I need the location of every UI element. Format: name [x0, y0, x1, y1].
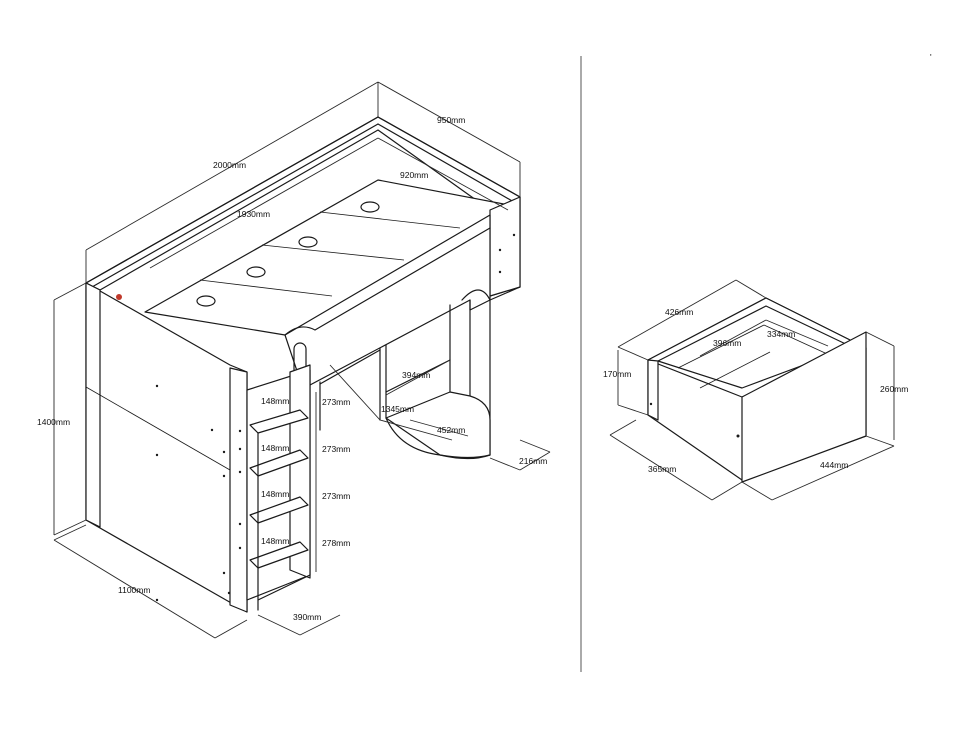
bed-dimension-lines: [53, 81, 551, 639]
label-drawer-width-inner: 396mm: [713, 338, 741, 348]
bed-corner-marker: [116, 294, 122, 300]
label-drawer-height-side: 170mm: [603, 369, 631, 379]
drawer-dimension-lines: [609, 279, 895, 501]
label-drawer-depth-outer: 365mm: [648, 464, 676, 474]
label-width-inner: 920mm: [400, 170, 428, 180]
bed-left-end-panel: [85, 282, 248, 613]
label-drawer-front-width: 444mm: [820, 460, 848, 470]
label-step-depth: 390mm: [293, 612, 321, 622]
label-desk-offset: 216mm: [519, 456, 547, 466]
label-step-3-width: 148mm: [261, 489, 289, 499]
label-height: 1400mm: [37, 417, 70, 427]
desk-unit: [319, 286, 521, 460]
label-drawer-width-outer: 426mm: [665, 307, 693, 317]
corner-tick: ': [930, 52, 932, 62]
label-desk-height: 394mm: [402, 370, 430, 380]
label-drawer-depth-inner: 334mm: [767, 329, 795, 339]
step-storage-unit: [229, 364, 311, 613]
drawer-dimension-labels: 426mm 396mm 334mm 170mm 260mm 365mm 444m…: [603, 307, 908, 474]
label-step-4-width: 148mm: [261, 536, 289, 546]
label-drawer-height-front: 260mm: [880, 384, 908, 394]
bed-left-end-edge: [85, 282, 101, 528]
label-step-rise-2: 273mm: [322, 444, 350, 454]
label-step-rise-4: 278mm: [322, 538, 350, 548]
label-front-depth: 1100mm: [118, 585, 150, 595]
label-step-rise-1: 273mm: [322, 397, 350, 407]
bed-right-end-panel: [489, 196, 521, 297]
label-width-outer: 950mm: [437, 115, 465, 125]
label-desk-length: 1345mm: [381, 404, 414, 414]
label-step-1-width: 148mm: [261, 396, 289, 406]
drawer-drawing: 426mm 396mm 334mm 170mm 260mm 365mm 444m…: [603, 279, 908, 501]
bed-dimension-labels: 2000mm 950mm 1930mm 920mm 1400mm 1100mm …: [37, 115, 547, 622]
label-length-inner: 1930mm: [237, 209, 270, 219]
label-length-outer: 2000mm: [213, 160, 246, 170]
label-step-rise-3: 273mm: [322, 491, 350, 501]
loft-bed-drawing: 2000mm 950mm 1930mm 920mm 1400mm 1100mm …: [37, 81, 551, 639]
label-desk-depth: 452mm: [437, 425, 465, 435]
label-step-2-width: 148mm: [261, 443, 289, 453]
